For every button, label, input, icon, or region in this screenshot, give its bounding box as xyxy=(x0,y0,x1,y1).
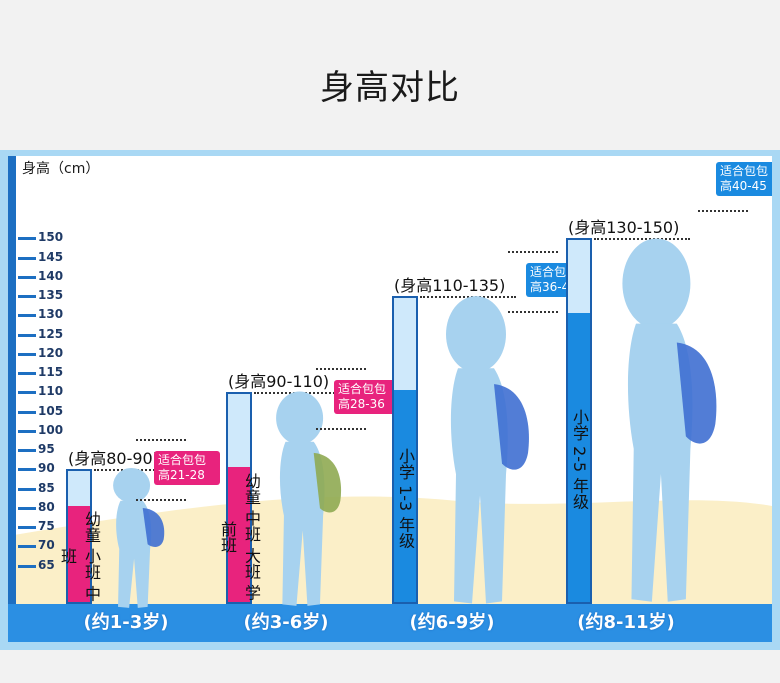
y-tick-label: 145 xyxy=(38,249,64,264)
child-silhouette xyxy=(622,238,717,602)
y-tick xyxy=(18,372,36,375)
height-bar: 幼童 中班 大班 学前班 xyxy=(218,392,261,604)
height-range-label: (身高90-110) xyxy=(228,372,330,392)
height-bar-fill xyxy=(568,313,590,602)
age-band xyxy=(8,604,772,642)
age-label: (约8-11岁) xyxy=(577,612,675,633)
y-tick-label: 95 xyxy=(38,442,55,456)
bag-size-label: 适合包包 高40-45 xyxy=(716,161,772,196)
chart-panel: 身高（cm） 150 145 140 135 130 125 120 115 110 105 100… xyxy=(8,156,772,642)
age-label: (约6-9岁) xyxy=(409,612,495,633)
y-tick xyxy=(18,545,36,549)
bag-height-marker xyxy=(136,499,186,502)
y-tick xyxy=(18,295,36,298)
y-tick-label: 105 xyxy=(38,403,64,418)
height-range-label: (身高130-150) xyxy=(568,218,680,238)
y-tick-label: 85 xyxy=(38,480,55,495)
stage-label: 小学 2-5 年级 xyxy=(570,409,589,510)
y-tick xyxy=(18,468,36,472)
bag-height-marker xyxy=(508,250,558,253)
y-tick-label: 110 xyxy=(38,384,64,399)
height-bar: 小学 1-3 年级 xyxy=(392,296,418,604)
child-silhouette xyxy=(276,391,342,607)
height-bar-fill xyxy=(228,467,250,602)
y-tick-label: 80 xyxy=(38,499,55,514)
bag-height-marker xyxy=(316,368,366,371)
y-tick xyxy=(18,410,36,414)
y-tick xyxy=(18,429,36,433)
bag-height-marker xyxy=(698,209,748,212)
y-tick-label: 150 xyxy=(38,230,64,245)
bag-size-label: 适合包包 高21-28 xyxy=(154,451,220,486)
y-tick-label: 90 xyxy=(38,461,55,476)
y-tick-label: 135 xyxy=(38,288,64,302)
child-silhouette xyxy=(113,468,165,609)
y-tick-label: 130 xyxy=(38,307,64,322)
y-tick-label: 140 xyxy=(38,268,64,283)
y-tick-label: 115 xyxy=(38,365,64,379)
height-bar-fill xyxy=(68,505,90,602)
y-tick-label: 70 xyxy=(38,538,55,553)
age-label: (约3-6岁) xyxy=(243,612,329,633)
y-tick xyxy=(18,564,36,568)
y-tick xyxy=(18,333,36,337)
y-tick xyxy=(18,526,36,529)
y-tick-label: 100 xyxy=(38,422,64,437)
y-tick xyxy=(18,275,36,279)
y-tick xyxy=(18,487,36,491)
y-axis-bar xyxy=(8,156,16,642)
age-label: (约1-3岁) xyxy=(83,612,169,633)
y-tick xyxy=(18,506,36,510)
height-top-marker xyxy=(594,238,690,241)
height-top-marker xyxy=(420,296,516,298)
y-tick-label: 75 xyxy=(38,519,55,533)
page-title: 身高对比 xyxy=(320,68,460,108)
bag-height-marker xyxy=(136,439,186,442)
y-tick-label: 120 xyxy=(38,345,64,360)
bag-height-marker xyxy=(316,428,366,431)
y-axis-label: 身高（cm） xyxy=(22,161,100,177)
y-tick-label: 65 xyxy=(38,557,55,572)
y-tick xyxy=(18,314,36,318)
stage-label: 幼童 小班 中班 xyxy=(58,510,101,601)
y-tick xyxy=(18,352,36,356)
height-range-label: (身高80-90) xyxy=(68,449,159,469)
bag-height-marker xyxy=(508,310,558,313)
y-tick xyxy=(18,237,36,241)
height-bar-fill xyxy=(394,390,416,602)
stage-label: 小学 1-3 年级 xyxy=(396,447,415,549)
child-silhouette xyxy=(446,296,529,604)
y-tick xyxy=(18,256,36,260)
height-range-label: (身高110-135) xyxy=(394,276,506,295)
stage-label: 幼童 中班 大班 学前班 xyxy=(218,472,261,601)
y-tick xyxy=(18,449,36,452)
height-bar: 小学 2-5 年级 xyxy=(566,238,592,604)
y-tick xyxy=(18,391,36,395)
bag-size-label: 适合包包 高28-36 xyxy=(334,380,400,415)
y-tick-label: 125 xyxy=(38,326,64,341)
height-bar: 幼童 小班 中班 xyxy=(58,469,101,604)
